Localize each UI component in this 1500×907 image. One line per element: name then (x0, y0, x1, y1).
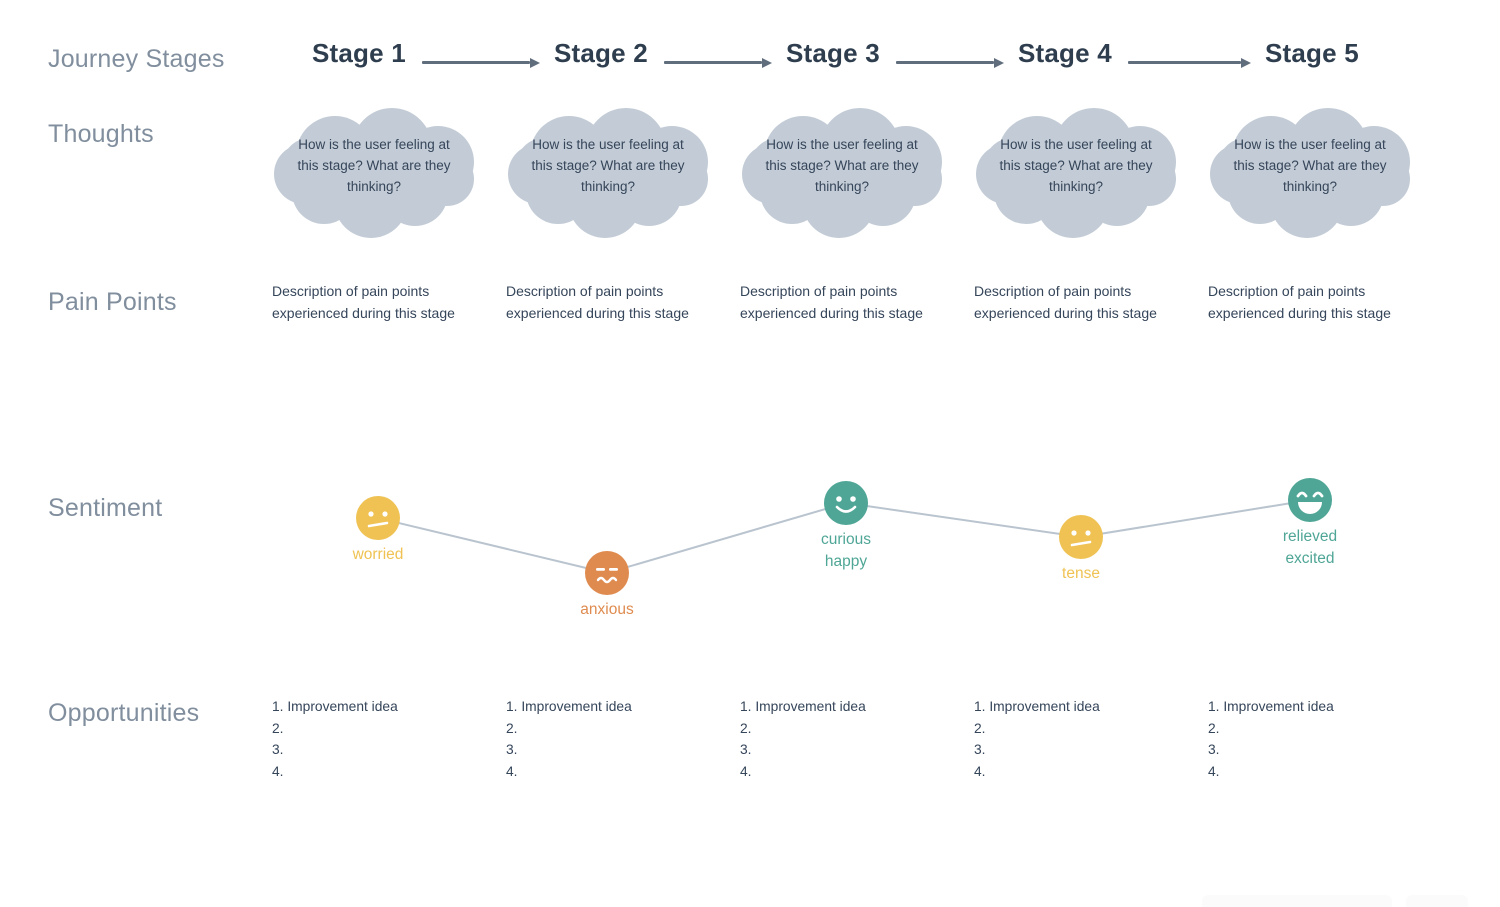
cloud-body (1218, 138, 1402, 194)
cloud-body (750, 138, 934, 194)
arrow-head-icon (530, 58, 540, 68)
sentiment-label-stage-1: worried (353, 544, 404, 566)
sentiment-label-line: happy (824, 553, 868, 570)
row-label-thoughts: Thoughts (48, 120, 154, 148)
stage-title-2[interactable]: Stage 2 (554, 38, 648, 68)
sentiment-face-curious-icon[interactable] (824, 481, 868, 525)
row-label-journey-stages: Journey Stages (48, 45, 225, 73)
sentiment-face-worried-icon[interactable] (356, 496, 400, 540)
cloud-body (984, 138, 1168, 194)
opportunity-list-stage-3[interactable]: 1. Improvement idea 2. 3. 4. (740, 696, 940, 782)
opportunity-item[interactable]: 1. Improvement idea (740, 699, 866, 714)
opportunity-list-stage-2[interactable]: 1. Improvement idea 2. 3. 4. (506, 696, 706, 782)
ghost-toolbar-mid (1406, 895, 1468, 907)
thought-cloud-stage-2[interactable]: How is the user feeling at this stage? W… (508, 108, 708, 238)
stage-arrow-1-to-2 (422, 58, 540, 68)
opportunity-item[interactable]: 1. Improvement idea (506, 699, 632, 714)
sentiment-label-line: tense (1062, 565, 1100, 582)
opportunity-item[interactable]: 2. (740, 720, 752, 736)
thought-cloud-text: How is the user feeling at this stage? W… (999, 137, 1153, 194)
sentiment-chart: worried anxious curious happy tense relieved e… (0, 440, 1500, 660)
cloud-body (516, 138, 700, 194)
opportunity-item[interactable]: 3. (974, 742, 986, 757)
arrow-head-icon (994, 58, 1004, 68)
opportunity-item[interactable]: 1. Improvement idea (974, 699, 1100, 714)
opportunity-item[interactable]: 4. (974, 763, 986, 779)
stage-title-3[interactable]: Stage 3 (786, 38, 880, 68)
thought-cloud-stage-5[interactable]: How is the user feeling at this stage? W… (1210, 108, 1410, 238)
sentiment-label-line: relieved (1282, 528, 1338, 545)
opportunity-list-stage-5[interactable]: 1. Improvement idea 2. 3. 4. (1208, 696, 1408, 782)
arrow-shaft (1128, 61, 1241, 64)
arrow-shaft (896, 61, 994, 64)
sentiment-label-line: curious (821, 531, 871, 548)
pain-point-stage-1[interactable]: Description of pain points experienced d… (272, 283, 455, 321)
sentiment-label-line: excited (1285, 550, 1335, 567)
stage-title-4[interactable]: Stage 4 (1018, 38, 1112, 68)
sentiment-label-line: worried (352, 546, 404, 563)
journey-stage-header-row: Stage 1 Stage 2 Stage 3 Stage 4 Stage 5 (270, 38, 1470, 82)
thought-cloud-text: How is the user feeling at this stage? W… (531, 137, 685, 194)
sentiment-label-stage-3: curious happy (821, 529, 871, 573)
thought-cloud-text: How is the user feeling at this stage? W… (297, 137, 451, 194)
opportunity-item[interactable]: 3. (506, 742, 518, 757)
opportunity-item[interactable]: 1. Improvement idea (272, 699, 398, 714)
sentiment-face-relieved-icon[interactable] (1288, 478, 1332, 522)
row-label-pain-points: Pain Points (48, 288, 177, 316)
sentiment-label-line: anxious (580, 601, 634, 618)
opportunity-item[interactable]: 4. (272, 763, 284, 779)
opportunity-item[interactable]: 3. (1208, 742, 1220, 757)
arrow-head-icon (1241, 58, 1251, 68)
sentiment-face-anxious-icon[interactable] (585, 551, 629, 595)
sentiment-label-stage-2: anxious (580, 599, 633, 621)
ghost-toolbar-left (1202, 895, 1392, 907)
thought-cloud-text: How is the user feeling at this stage? W… (765, 137, 919, 194)
opportunity-item[interactable]: 2. (506, 720, 518, 736)
stage-arrow-3-to-4 (896, 58, 1004, 68)
pain-point-stage-4[interactable]: Description of pain points experienced d… (974, 283, 1157, 321)
pain-point-stage-3[interactable]: Description of pain points experienced d… (740, 283, 923, 321)
opportunity-item[interactable]: 4. (1208, 763, 1220, 779)
pain-point-stage-2[interactable]: Description of pain points experienced d… (506, 283, 689, 321)
thought-cloud-text: How is the user feeling at this stage? W… (1233, 137, 1387, 194)
thought-cloud-stage-1[interactable]: How is the user feeling at this stage? W… (274, 108, 474, 238)
arrow-shaft (664, 61, 762, 64)
stage-title-5[interactable]: Stage 5 (1265, 38, 1359, 68)
sentiment-label-stage-4: tense (1062, 563, 1100, 585)
arrow-head-icon (762, 58, 772, 68)
opportunity-item[interactable]: 1. Improvement idea (1208, 699, 1334, 714)
pain-point-stage-5[interactable]: Description of pain points experienced d… (1208, 283, 1391, 321)
row-label-opportunities: Opportunities (48, 699, 200, 727)
stage-arrow-4-to-5 (1128, 58, 1251, 68)
cloud-body (282, 138, 466, 194)
sentiment-line-path (377, 499, 1311, 574)
opportunity-item[interactable]: 2. (272, 720, 284, 736)
thought-cloud-stage-4[interactable]: How is the user feeling at this stage? W… (976, 108, 1176, 238)
opportunity-item[interactable]: 3. (272, 742, 284, 757)
opportunity-item[interactable]: 4. (740, 763, 752, 779)
arrow-shaft (422, 61, 530, 64)
opportunity-item[interactable]: 2. (974, 720, 986, 736)
opportunity-item[interactable]: 2. (1208, 720, 1220, 736)
row-label-sentiment: Sentiment (48, 494, 163, 522)
sentiment-label-stage-5: relieved excited (1283, 526, 1337, 570)
thought-cloud-stage-3[interactable]: How is the user feeling at this stage? W… (742, 108, 942, 238)
opportunity-list-stage-4[interactable]: 1. Improvement idea 2. 3. 4. (974, 696, 1174, 782)
opportunity-item[interactable]: 4. (506, 763, 518, 779)
stage-arrow-2-to-3 (664, 58, 772, 68)
sentiment-face-tense-icon[interactable] (1059, 515, 1103, 559)
opportunity-list-stage-1[interactable]: 1. Improvement idea 2. 3. 4. (272, 696, 472, 782)
stage-title-1[interactable]: Stage 1 (312, 38, 406, 68)
opportunity-item[interactable]: 3. (740, 742, 752, 757)
